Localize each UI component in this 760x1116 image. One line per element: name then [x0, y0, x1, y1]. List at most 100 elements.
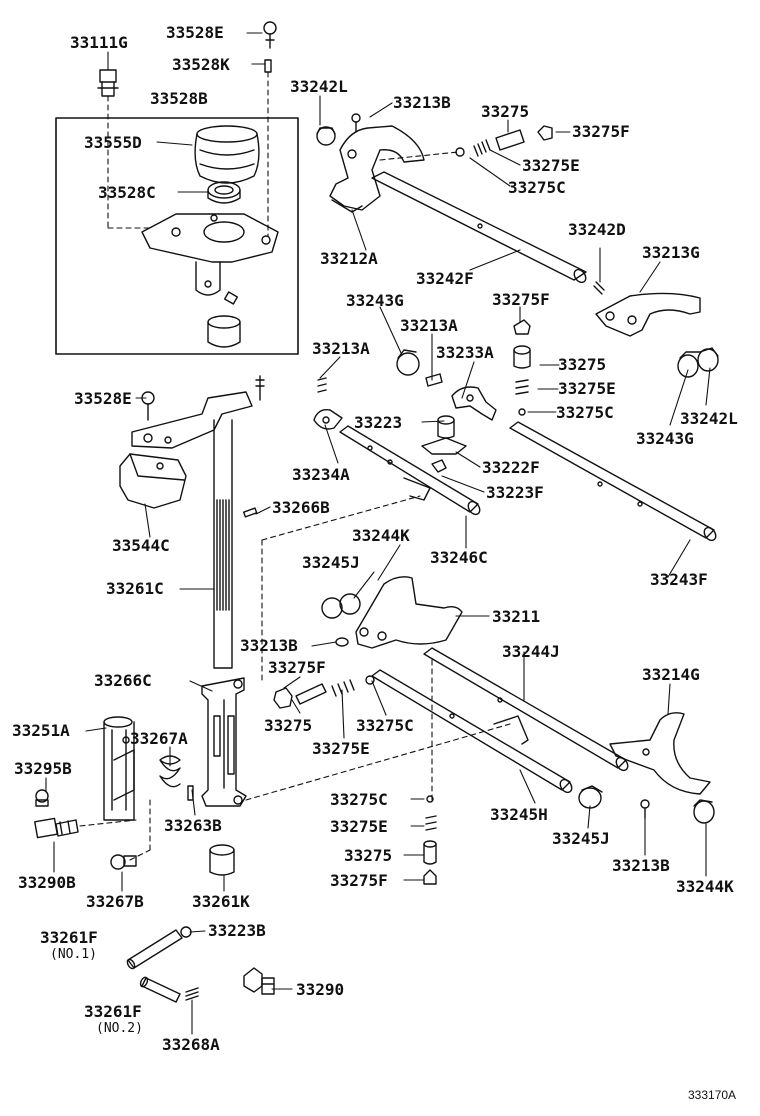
part-33528c-seal: [207, 181, 241, 204]
part-33111g-bolt: [97, 69, 119, 97]
label-33222f: 33222F: [482, 458, 540, 477]
label-33213g: 33213G: [642, 243, 700, 262]
part-33528k-pin: [264, 59, 272, 73]
part-33275-pin-c: [295, 683, 327, 705]
part-33222f-plate: [421, 437, 467, 455]
label-33295b: 33295B: [14, 759, 72, 778]
part-33243g-bush-upper: [396, 349, 420, 376]
part-33234a-clip: [313, 409, 343, 430]
label-33275-c: 33275: [264, 716, 313, 735]
part-33263b-pin: [187, 785, 194, 801]
label-33261f-no2: 33261F: [84, 1002, 142, 1021]
label-no2: (NO.2): [96, 1021, 143, 1036]
part-33243g-bush-right: [677, 351, 701, 378]
label-33213a-b: 33213A: [400, 316, 458, 335]
label-33275f-b: 33275F: [492, 290, 550, 309]
part-33275e-spring-c: [331, 679, 355, 697]
part-33261k-bushing: [209, 844, 235, 876]
label-33275e-d: 33275E: [330, 817, 388, 836]
part-33242l-bush-right: [697, 347, 719, 372]
part-33275c-ball-b: [518, 408, 526, 416]
label-33261c: 33261C: [106, 579, 164, 598]
label-33275f-top: 33275F: [572, 122, 630, 141]
part-33242f-rail: [371, 171, 587, 284]
part-33261f-no1-pin: [126, 929, 183, 970]
part-33275f-plug-c: [273, 687, 293, 709]
label-33275-d: 33275: [344, 846, 393, 865]
part-33267a-spring: [159, 755, 181, 788]
part-33275f-plug-d: [423, 869, 437, 885]
part-shift-lever-arm: [131, 375, 265, 449]
part-33245j-bush-low: [578, 785, 603, 809]
part-33275-pin-top: [495, 129, 525, 151]
part-33266b-pin: [242, 507, 258, 518]
part-33243f-rail: [509, 421, 717, 542]
part-33213b-screw-top: [351, 113, 361, 133]
part-33528e-screw-mid: [141, 391, 155, 421]
label-33213b-mid: 33213B: [240, 636, 298, 655]
label-33245j-mid: 33245J: [302, 553, 360, 572]
part-33214g-fork: [609, 712, 711, 795]
part-retainer-plate: [141, 213, 279, 296]
part-small-pin: [223, 291, 239, 305]
label-33528e-top: 33528E: [166, 23, 224, 42]
label-33263b: 33263B: [164, 816, 222, 835]
label-33243f: 33243F: [650, 570, 708, 589]
label-33242l-right: 33242L: [680, 409, 738, 428]
part-33275f-plug-b: [513, 319, 531, 335]
part-33295b-bolt: [35, 789, 49, 807]
label-33261k: 33261K: [192, 892, 250, 911]
part-33275e-spring-b: [515, 379, 529, 395]
label-33214g: 33214G: [642, 665, 700, 684]
part-33251a-housing: [103, 716, 135, 821]
part-33212a-fork: [329, 125, 425, 213]
label-33267b: 33267B: [86, 892, 144, 911]
label-33290b: 33290B: [18, 873, 76, 892]
part-33261f-no2-pin: [139, 976, 181, 1003]
label-33242l-top: 33242L: [290, 77, 348, 96]
label-33213b-top: 33213B: [393, 93, 451, 112]
part-33223-sleeve: [437, 415, 455, 439]
label-33275-top: 33275: [481, 102, 530, 121]
part-33275c-ball-d: [426, 795, 434, 803]
label-33245j-low: 33245J: [552, 829, 610, 848]
part-33275-pin-d: [423, 840, 437, 865]
part-33275f-plug-top: [537, 125, 553, 141]
label-33290: 33290: [296, 980, 345, 999]
label-33275e-c: 33275E: [312, 739, 370, 758]
label-33275c-d: 33275C: [330, 790, 388, 809]
label-33212a: 33212A: [320, 249, 378, 268]
label-33528k: 33528K: [172, 55, 230, 74]
label-33243g-upper: 33243G: [346, 291, 404, 310]
part-33555d-boot: [194, 125, 260, 184]
label-33223: 33223: [354, 413, 403, 432]
part-33290b-switch: [34, 817, 79, 839]
label-33275c-top: 33275C: [508, 178, 566, 197]
part-33211-fork: [355, 576, 463, 649]
label-33213a-a: 33213A: [312, 339, 370, 358]
label-33544c: 33544C: [112, 536, 170, 555]
part-33261c-shaft: [213, 419, 233, 669]
label-no1: (NO.1): [50, 947, 97, 962]
part-bushing: [207, 315, 241, 348]
part-33213b-screw-mid: [335, 637, 349, 647]
label-33275e-top: 33275E: [522, 156, 580, 175]
label-33244k-mid: 33244K: [352, 526, 410, 545]
part-33246c-rail: [339, 425, 481, 516]
part-33242l-bush-top: [316, 126, 336, 146]
label-33528c: 33528C: [98, 183, 156, 202]
part-33275e-spring-top: [473, 139, 491, 157]
label-33275c-c: 33275C: [356, 716, 414, 735]
label-33244k-low: 33244K: [676, 877, 734, 896]
part-33213g-fork: [595, 292, 701, 337]
label-33111g: 33111G: [70, 33, 128, 52]
label-33268a: 33268A: [162, 1035, 220, 1054]
label-33243g-right: 33243G: [636, 429, 694, 448]
part-33213b-screw-low: [640, 799, 650, 819]
diagram-code: 333170A: [688, 1088, 737, 1102]
part-33266c-inner-lever: [201, 677, 247, 807]
part-33244k-bush-low: [693, 799, 715, 824]
label-33244j: 33244J: [502, 642, 560, 661]
part-33275-pin-b: [513, 345, 531, 369]
